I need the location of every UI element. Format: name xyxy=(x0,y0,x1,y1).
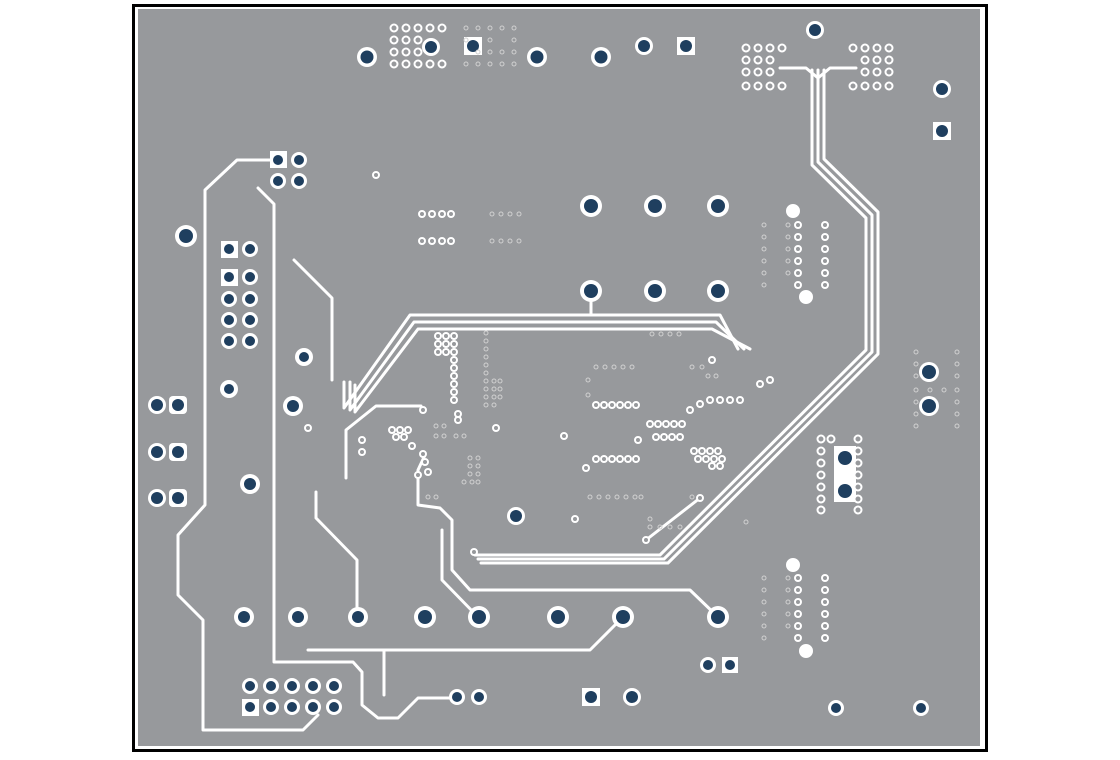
trace-lower-b xyxy=(440,528,480,619)
ic-footprint-lower-right xyxy=(794,574,829,642)
trace-bus-1 xyxy=(342,313,740,410)
trace-mid-left xyxy=(344,404,423,480)
pad-top-row xyxy=(357,21,951,140)
ic-center-pin-rows xyxy=(560,356,774,544)
via-grid-top-right-b xyxy=(848,43,894,91)
pad-right-group xyxy=(834,362,939,502)
pad-mid-row xyxy=(175,195,729,302)
trace-diagonal-b xyxy=(314,490,359,620)
trace-right-bus-3 xyxy=(479,68,880,565)
fiducials xyxy=(786,204,813,658)
ic-mid-left-parts xyxy=(304,406,478,556)
pad-left-edge-pairs xyxy=(148,396,187,507)
traces xyxy=(176,66,880,732)
ic-footprint-upper-right xyxy=(794,221,829,289)
via-grid-top-a xyxy=(389,23,447,69)
via-grid-top-right-a xyxy=(741,43,787,91)
trace-bus-3 xyxy=(353,327,752,414)
trace-right-small xyxy=(644,496,702,542)
trace-right-bus-1 xyxy=(473,68,868,557)
pad-bottom-row xyxy=(234,606,929,716)
pad-bottom-left-header xyxy=(242,678,342,716)
trace-right-bus-2 xyxy=(476,68,874,561)
pad-left-column xyxy=(220,151,525,525)
trace-lower-a xyxy=(416,453,720,619)
faint-vias xyxy=(425,25,960,641)
trace-diagonal-a xyxy=(292,258,334,382)
ic-center-left-column xyxy=(434,332,500,432)
large-pads xyxy=(148,21,951,716)
trace-top-right-t xyxy=(778,66,858,80)
connector-right-column xyxy=(816,434,863,515)
trace-left-vertical xyxy=(256,186,460,720)
via-clusters xyxy=(304,23,894,658)
trace-bus-2 xyxy=(348,320,746,412)
trace-bottom-bar xyxy=(306,615,625,652)
trace-left-loop xyxy=(176,158,320,732)
via-pairs-upper-left xyxy=(372,171,455,245)
